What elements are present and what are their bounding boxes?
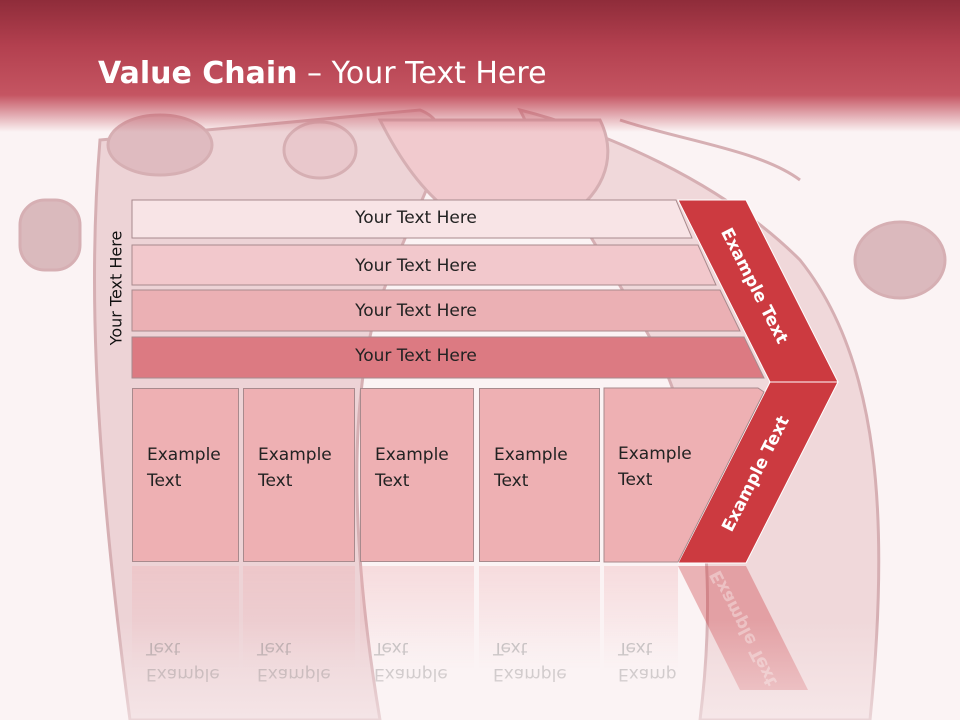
header-band	[0, 0, 960, 132]
chevron-lower-shape	[677, 381, 839, 564]
row-1-shape	[131, 199, 693, 239]
box-3-line2: Text	[375, 471, 410, 491]
row-2-shape	[131, 244, 717, 286]
title-rest: – Your Text Here	[297, 56, 547, 91]
row-4-shape	[131, 336, 765, 379]
box-4-line2: Text	[494, 471, 529, 491]
box-2-line1: Example	[258, 445, 332, 465]
row-1-label: Your Text Here	[355, 208, 477, 228]
box-2-line2: Text	[258, 471, 293, 491]
slide-title: Value Chain – Your Text Here	[98, 56, 547, 91]
box-5-line2: Text	[618, 470, 653, 490]
row-2-label: Your Text Here	[355, 256, 477, 276]
box-1-line1: Example	[147, 445, 221, 465]
bottom-fade	[0, 620, 960, 720]
activity-box-5	[603, 387, 765, 563]
box-4-line1: Example	[494, 445, 568, 465]
box-1-line2: Text	[147, 471, 182, 491]
row-3-shape	[131, 289, 741, 332]
title-bold: Value Chain	[98, 56, 298, 91]
row-3-label: Your Text Here	[355, 301, 477, 321]
row-4-label: Your Text Here	[355, 346, 477, 366]
box-5-line1: Example	[618, 444, 692, 464]
box-3-line1: Example	[375, 445, 449, 465]
